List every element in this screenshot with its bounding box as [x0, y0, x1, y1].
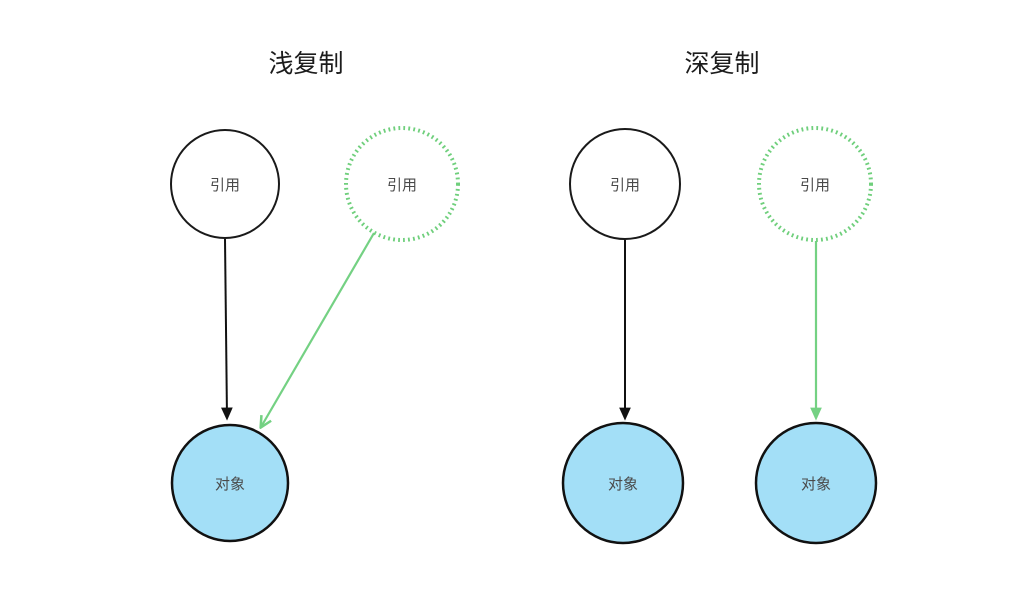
shallow-copy-section: 浅复制 引用 引用 对象	[170, 50, 460, 543]
shallow-object-node	[170, 423, 290, 543]
deep-reference-copy-node	[757, 126, 873, 242]
deep-reference-original-node	[569, 128, 681, 240]
deep-copy-title: 深复制	[684, 50, 759, 78]
deep-object-copy-label: 对象	[801, 476, 831, 493]
shallow-reference-original-node	[170, 129, 280, 239]
shallow-copy-title: 浅复制	[268, 50, 343, 78]
deep-reference-original-label: 引用	[610, 177, 640, 194]
deep-object-original-label: 对象	[608, 476, 638, 493]
shallow-reference-copy-node	[344, 126, 460, 242]
deep-object-original-node	[561, 421, 685, 545]
deep-reference-copy-label: 引用	[800, 177, 830, 194]
shallow-reference-original-label: 引用	[210, 177, 240, 194]
shallow-reference-copy-label: 引用	[387, 177, 417, 194]
shallow-object-label: 对象	[215, 476, 245, 493]
deep-copy-section: 深复制 引用 引用 对象 对象	[561, 50, 878, 545]
deep-object-copy-node	[754, 421, 878, 545]
shallow-original-reference-arrow	[221, 238, 233, 421]
shallow-copied-reference-arrow	[261, 232, 375, 427]
